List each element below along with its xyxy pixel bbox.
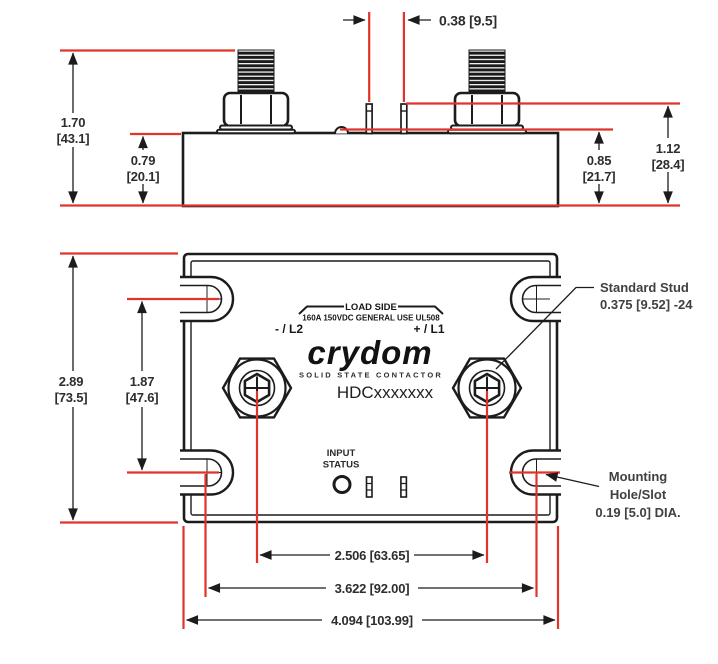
terminal-positive-label: + / L1 xyxy=(413,322,444,336)
device-face-inset xyxy=(190,260,551,516)
dim-body-depth-in: 2.89 xyxy=(59,374,84,389)
dimension-reference-lines xyxy=(60,12,680,629)
callout-text: Standard Stud 0.375 [9.52] -24 Mounting … xyxy=(595,280,693,520)
input-pin-right-side xyxy=(400,103,408,135)
thread-left xyxy=(237,49,275,96)
dim-boss-height-mm: [21.7] xyxy=(583,169,616,184)
stud-terminal-right xyxy=(451,357,523,419)
terminal-negative-label: - / L2 xyxy=(275,322,303,336)
dim-overall-width: 4.094 [103.99] xyxy=(331,613,413,628)
rating-label: 160A 150VDC GENERAL USE UL508 xyxy=(302,314,440,323)
dim-body-height-mm: [20.1] xyxy=(127,169,160,184)
dimension-arrows xyxy=(68,15,673,625)
stud-terminal-left xyxy=(221,357,293,419)
load-side-label: LOAD SIDE xyxy=(345,302,397,313)
dim-overall-height-in: 1.70 xyxy=(61,115,86,130)
stud-callout-line1: Standard Stud xyxy=(600,280,689,295)
thread-right xyxy=(468,49,506,96)
stud-callout-leader xyxy=(495,286,594,370)
input-pins-front xyxy=(365,476,408,498)
stud-callout-line2: 0.375 [9.52] -24 xyxy=(600,297,693,312)
device-body-front xyxy=(182,252,559,524)
mounting-slot-top-right xyxy=(509,275,561,323)
hex-nut-left xyxy=(222,91,290,128)
input-pin-left-side xyxy=(365,103,373,135)
brand-subtitle: SOLID STATE CONTACTOR xyxy=(299,371,443,380)
dim-body-depth-mm: [73.5] xyxy=(55,390,88,405)
dim-slot-horizontal: 3.622 [92.00] xyxy=(335,581,410,596)
mount-callout-line3: 0.19 [5.0] DIA. xyxy=(595,505,680,520)
dim-slot-vertical-in: 1.87 xyxy=(130,374,155,389)
dim-pin-height-in: 1.12 xyxy=(656,141,681,156)
top-view xyxy=(181,49,560,208)
brand-logo: crydom xyxy=(307,334,432,371)
stud-right-side xyxy=(447,49,527,135)
load-side-bracket xyxy=(298,305,444,315)
model-number: HDCxxxxxxx xyxy=(337,383,434,402)
device-body-side xyxy=(181,131,560,208)
mount-callout-line1: Mounting xyxy=(609,469,668,484)
dim-stud-spacing: 2.506 [63.65] xyxy=(335,548,410,563)
input-status-label-1: INPUT xyxy=(327,448,356,459)
input-status-label-2: STATUS xyxy=(323,460,360,471)
hex-nut-right xyxy=(453,91,521,128)
input-pins-side xyxy=(365,103,408,135)
dim-body-height-in: 0.79 xyxy=(131,153,156,168)
stud-left-side xyxy=(216,49,296,135)
front-view: LOAD SIDE 160A 150VDC GENERAL USE UL508 … xyxy=(180,252,561,524)
dim-pin-spacing: 0.38 [9.5] xyxy=(439,13,497,29)
led-indicator xyxy=(332,475,352,494)
mount-callout-line2: Hole/Slot xyxy=(610,487,667,502)
dim-boss-height-in: 0.85 xyxy=(587,153,612,168)
input-pin-left-front xyxy=(365,476,373,498)
mount-callout-leader xyxy=(545,472,600,488)
dim-overall-height-mm: [43.1] xyxy=(57,131,90,146)
input-pin-right-front xyxy=(400,476,408,498)
dimension-text: 0.38 [9.5] 1.70 [43.1] 0.79 [20.1] 0.85 … xyxy=(55,13,685,629)
dim-pin-height-mm: [28.4] xyxy=(652,157,685,172)
dim-slot-vertical-mm: [47.6] xyxy=(126,390,159,405)
washer-left-2 xyxy=(216,128,296,135)
